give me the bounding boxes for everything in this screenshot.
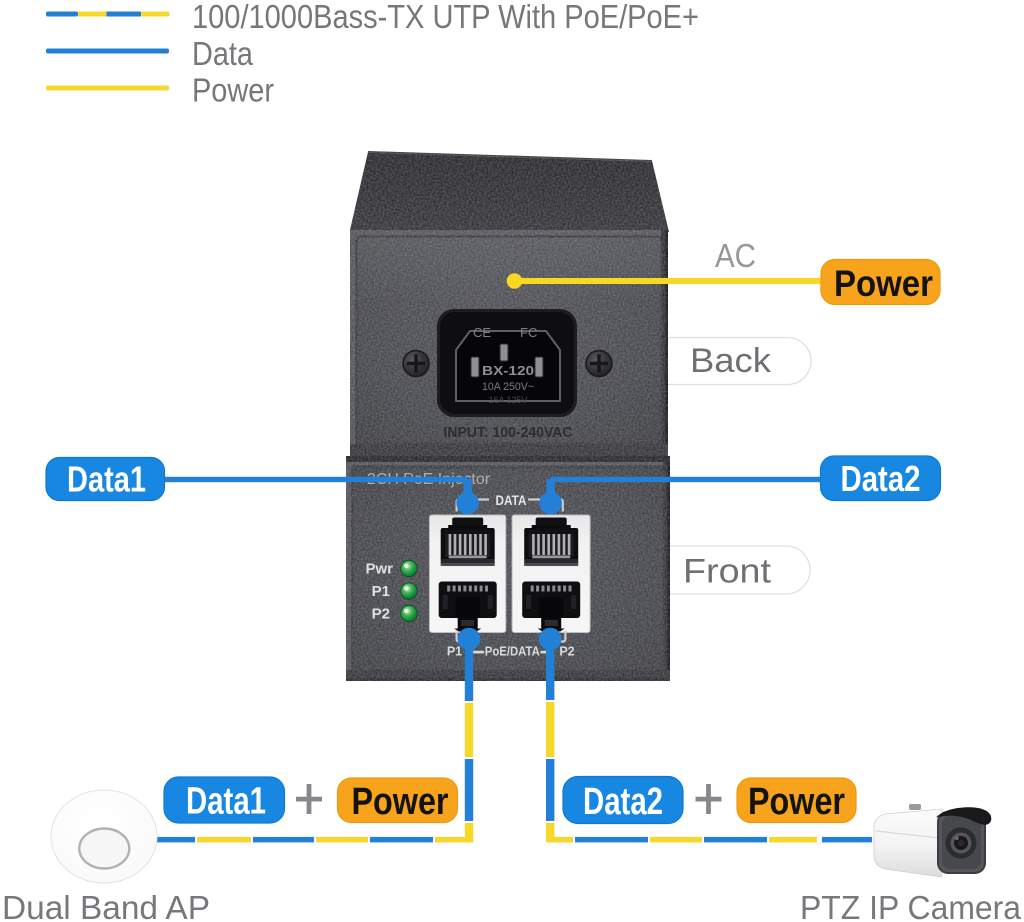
svg-text:P2: P2: [372, 606, 390, 623]
svg-text:Pwr: Pwr: [365, 561, 393, 578]
svg-text:CE: CE: [473, 325, 491, 340]
svg-text:DATA: DATA: [496, 492, 527, 508]
svg-text:Power: Power: [834, 263, 933, 304]
svg-text:Data: Data: [192, 35, 254, 72]
svg-text:Power: Power: [352, 781, 449, 823]
svg-text:Data1: Data1: [67, 459, 146, 500]
svg-text:BX-120: BX-120: [482, 363, 534, 378]
svg-text:Dual Band AP: Dual Band AP: [2, 889, 210, 922]
svg-text:Power: Power: [192, 72, 274, 109]
svg-text:P2: P2: [559, 645, 574, 659]
svg-text:P1: P1: [372, 583, 390, 600]
svg-text:Back: Back: [690, 342, 772, 380]
svg-text:100/1000Bass-TX UTP With PoE/P: 100/1000Bass-TX UTP With PoE/PoE+: [192, 0, 699, 35]
svg-text:PTZ IP Camera: PTZ IP Camera: [800, 889, 1022, 922]
svg-text:Data2: Data2: [583, 781, 663, 823]
svg-text:Data2: Data2: [841, 458, 921, 499]
svg-text:10A 250V~: 10A 250V~: [482, 381, 534, 393]
svg-text:AC: AC: [715, 237, 756, 274]
svg-text:FC: FC: [520, 325, 537, 340]
svg-text:Data1: Data1: [186, 781, 266, 823]
svg-text:P1: P1: [447, 645, 462, 659]
svg-text:PoE/DATA: PoE/DATA: [485, 645, 540, 659]
svg-text:Front: Front: [683, 553, 772, 591]
svg-text:Power: Power: [748, 781, 845, 823]
svg-text:INPUT: 100-240VAC: INPUT: 100-240VAC: [444, 424, 573, 441]
svg-text:16A 125V: 16A 125V: [488, 395, 527, 405]
